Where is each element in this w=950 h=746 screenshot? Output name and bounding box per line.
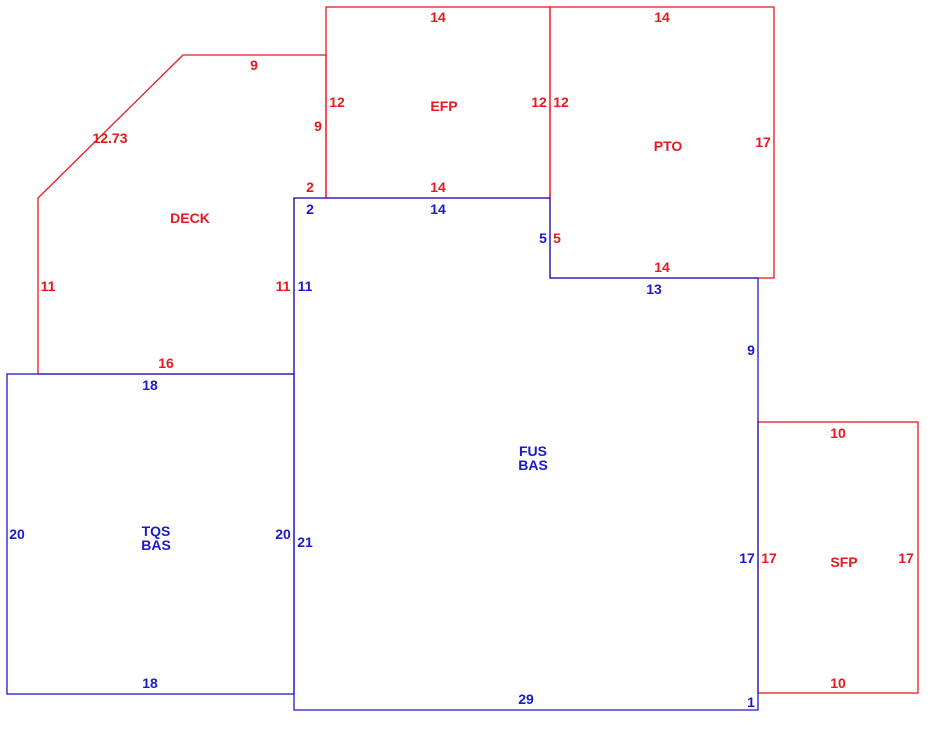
tqs-name-line2: BAS [141, 537, 171, 553]
pto-dim-top: 14 [654, 9, 670, 25]
pto-dim-left-lower: 5 [553, 230, 561, 246]
deck-dim-diagonal: 12.73 [92, 130, 127, 146]
efp-dim-right: 12 [531, 94, 547, 110]
fus-dim-notch-left: 5 [539, 230, 547, 246]
fus-outline [293, 197, 759, 711]
fus-name-line2: BAS [518, 457, 548, 473]
efp-dim-top: 14 [430, 9, 446, 25]
tqs-dim-bottom: 18 [142, 675, 158, 691]
fus-dim-top: 14 [430, 201, 446, 217]
pto-dim-bottom: 14 [654, 259, 670, 275]
fus-dim-bottom-right: 1 [747, 694, 755, 710]
fus-dim-left-upper: 11 [298, 278, 313, 294]
fus-dim-bottom: 29 [518, 691, 534, 707]
deck-dim-right-upper: 9 [314, 118, 322, 134]
fus-dim-notch-top: 13 [646, 281, 662, 297]
tqs-dim-left: 20 [9, 526, 25, 542]
efp-dim-bottom: 14 [430, 179, 446, 195]
deck-dim-top: 9 [250, 57, 258, 73]
fus-dim-right-upper: 9 [747, 342, 755, 358]
deck-name: DECK [170, 210, 210, 226]
deck-dim-bottom: 16 [158, 355, 174, 371]
sfp-dim-right: 17 [898, 550, 914, 566]
sfp-dim-left: 17 [761, 550, 777, 566]
efp-dim-left: 12 [329, 94, 345, 110]
sfp-dim-top: 10 [830, 425, 846, 441]
efp-name: EFP [430, 98, 457, 114]
fus-dim-left-lower: 21 [297, 534, 313, 550]
tqs-name-line1: TQS [142, 523, 171, 539]
deck-dim-left: 11 [41, 278, 56, 294]
pto-dim-left: 12 [553, 94, 569, 110]
tqs-outline [6, 373, 295, 695]
tqs-dim-right: 20 [275, 526, 291, 542]
fus-name-line1: FUS [519, 443, 547, 459]
fus-dim-right-lower: 17 [739, 550, 755, 566]
tqs-dim-top: 18 [142, 377, 158, 393]
deck-dim-right-lower: 11 [276, 278, 291, 294]
deck-dim-right-step: 2 [306, 179, 314, 195]
pto-dim-right: 17 [755, 134, 771, 150]
fus-dim-top-step: 2 [306, 201, 314, 217]
sfp-dim-bottom: 10 [830, 675, 846, 691]
pto-name: PTO [654, 138, 683, 154]
sfp-name: SFP [830, 554, 857, 570]
